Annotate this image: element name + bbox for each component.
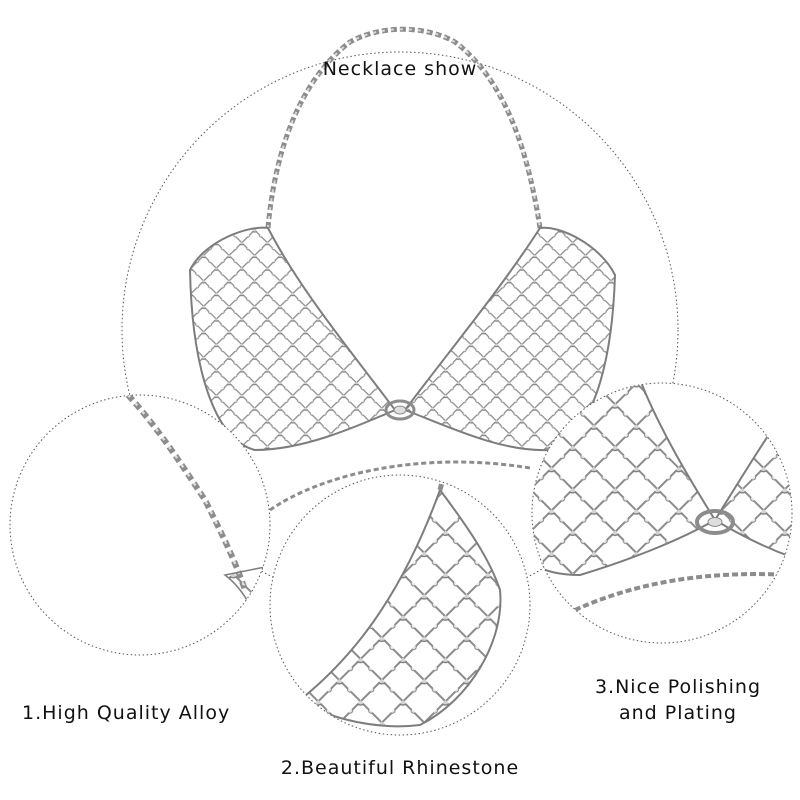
detail-circle-2: [269, 474, 531, 736]
feature-label-rhinestone: 2.Beautiful Rhinestone: [280, 757, 520, 779]
body-chain-bra-illustration: [188, 26, 617, 512]
feature-label-alloy: 1.High Quality Alloy: [22, 702, 231, 724]
detail-circle-1-outline: [9, 394, 271, 656]
mesh-cup-detail-illustration: [298, 475, 502, 728]
feature-label-polishing: 3.Nice Polishing and Plating: [594, 676, 762, 724]
title-label: Necklace show: [322, 58, 478, 80]
